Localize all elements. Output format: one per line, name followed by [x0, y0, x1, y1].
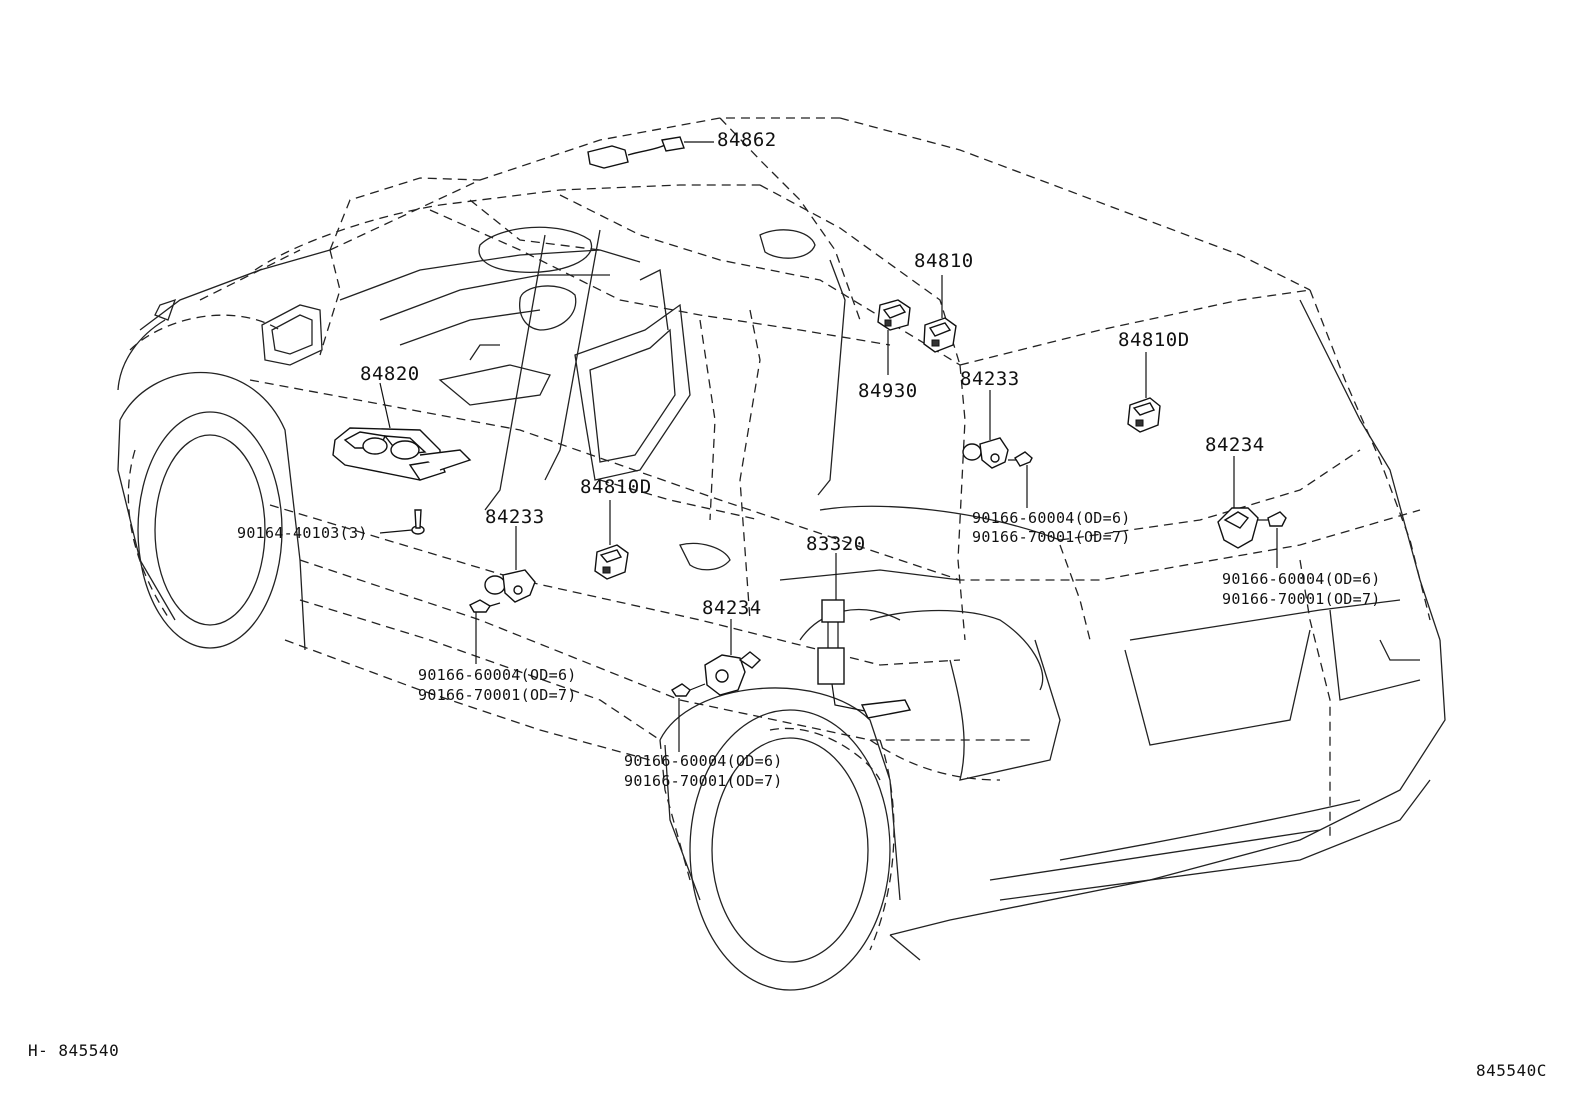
part-label-84234-mid: 84234: [702, 597, 762, 619]
switch-84810-part: [923, 317, 957, 353]
part-label-84233-right: 84233: [960, 368, 1020, 390]
part-label-83320: 83320: [806, 533, 866, 555]
fastener-label-left84233-od7: 90166-70001(OD=7): [418, 686, 577, 704]
leader-lines: [379, 141, 1278, 752]
fastener-label-right84233-od6: 90166-60004(OD=6): [972, 509, 1131, 527]
fastener-label-right84233-od7: 90166-70001(OD=7): [972, 528, 1131, 546]
part-label-84810D-right: 84810D: [1118, 329, 1190, 351]
fastener-label-mid84234-od7: 90166-70001(OD=7): [624, 772, 783, 790]
component-glyphs: [332, 136, 1287, 719]
screw-90164-part: [411, 509, 425, 535]
sensor-83320-part: [817, 599, 912, 719]
courtesy-switch-84234-mid-part: [671, 651, 762, 697]
switch-84810D-right-part: [1127, 397, 1161, 433]
fastener-label-screw-84820: 90164-40103(3): [237, 524, 368, 542]
part-label-84930: 84930: [858, 380, 918, 402]
part-label-84862: 84862: [717, 129, 777, 151]
harness-84862-part: [587, 136, 685, 169]
courtesy-switch-84233-right-part: [962, 437, 1033, 469]
courtesy-switch-84233-left-part: [469, 569, 536, 613]
fastener-label-right84234-od7: 90166-70001(OD=7): [1222, 590, 1381, 608]
fastener-label-mid84234-od6: 90166-60004(OD=6): [624, 752, 783, 770]
document-reference: H- 845540: [28, 1041, 120, 1060]
fastener-label-right84234-od6: 90166-60004(OD=6): [1222, 570, 1381, 588]
switch-84810D-mid-part: [594, 544, 629, 580]
courtesy-switch-84234-right-part: [1217, 507, 1287, 549]
switch-84930-part: [877, 299, 911, 331]
part-label-84810: 84810: [914, 250, 974, 272]
part-label-84820: 84820: [360, 363, 420, 385]
part-label-84810D-mid: 84810D: [580, 476, 652, 498]
vehicle-body-outline: [117, 226, 1446, 991]
master-switch-84820-part: [332, 427, 472, 481]
fastener-label-left84233-od6: 90166-60004(OD=6): [418, 666, 577, 684]
part-label-84234-right: 84234: [1205, 434, 1265, 456]
figure-reference: 845540C: [1476, 1061, 1547, 1080]
part-label-84233-left: 84233: [485, 506, 545, 528]
vehicle-hidden-lines: [127, 117, 1431, 951]
